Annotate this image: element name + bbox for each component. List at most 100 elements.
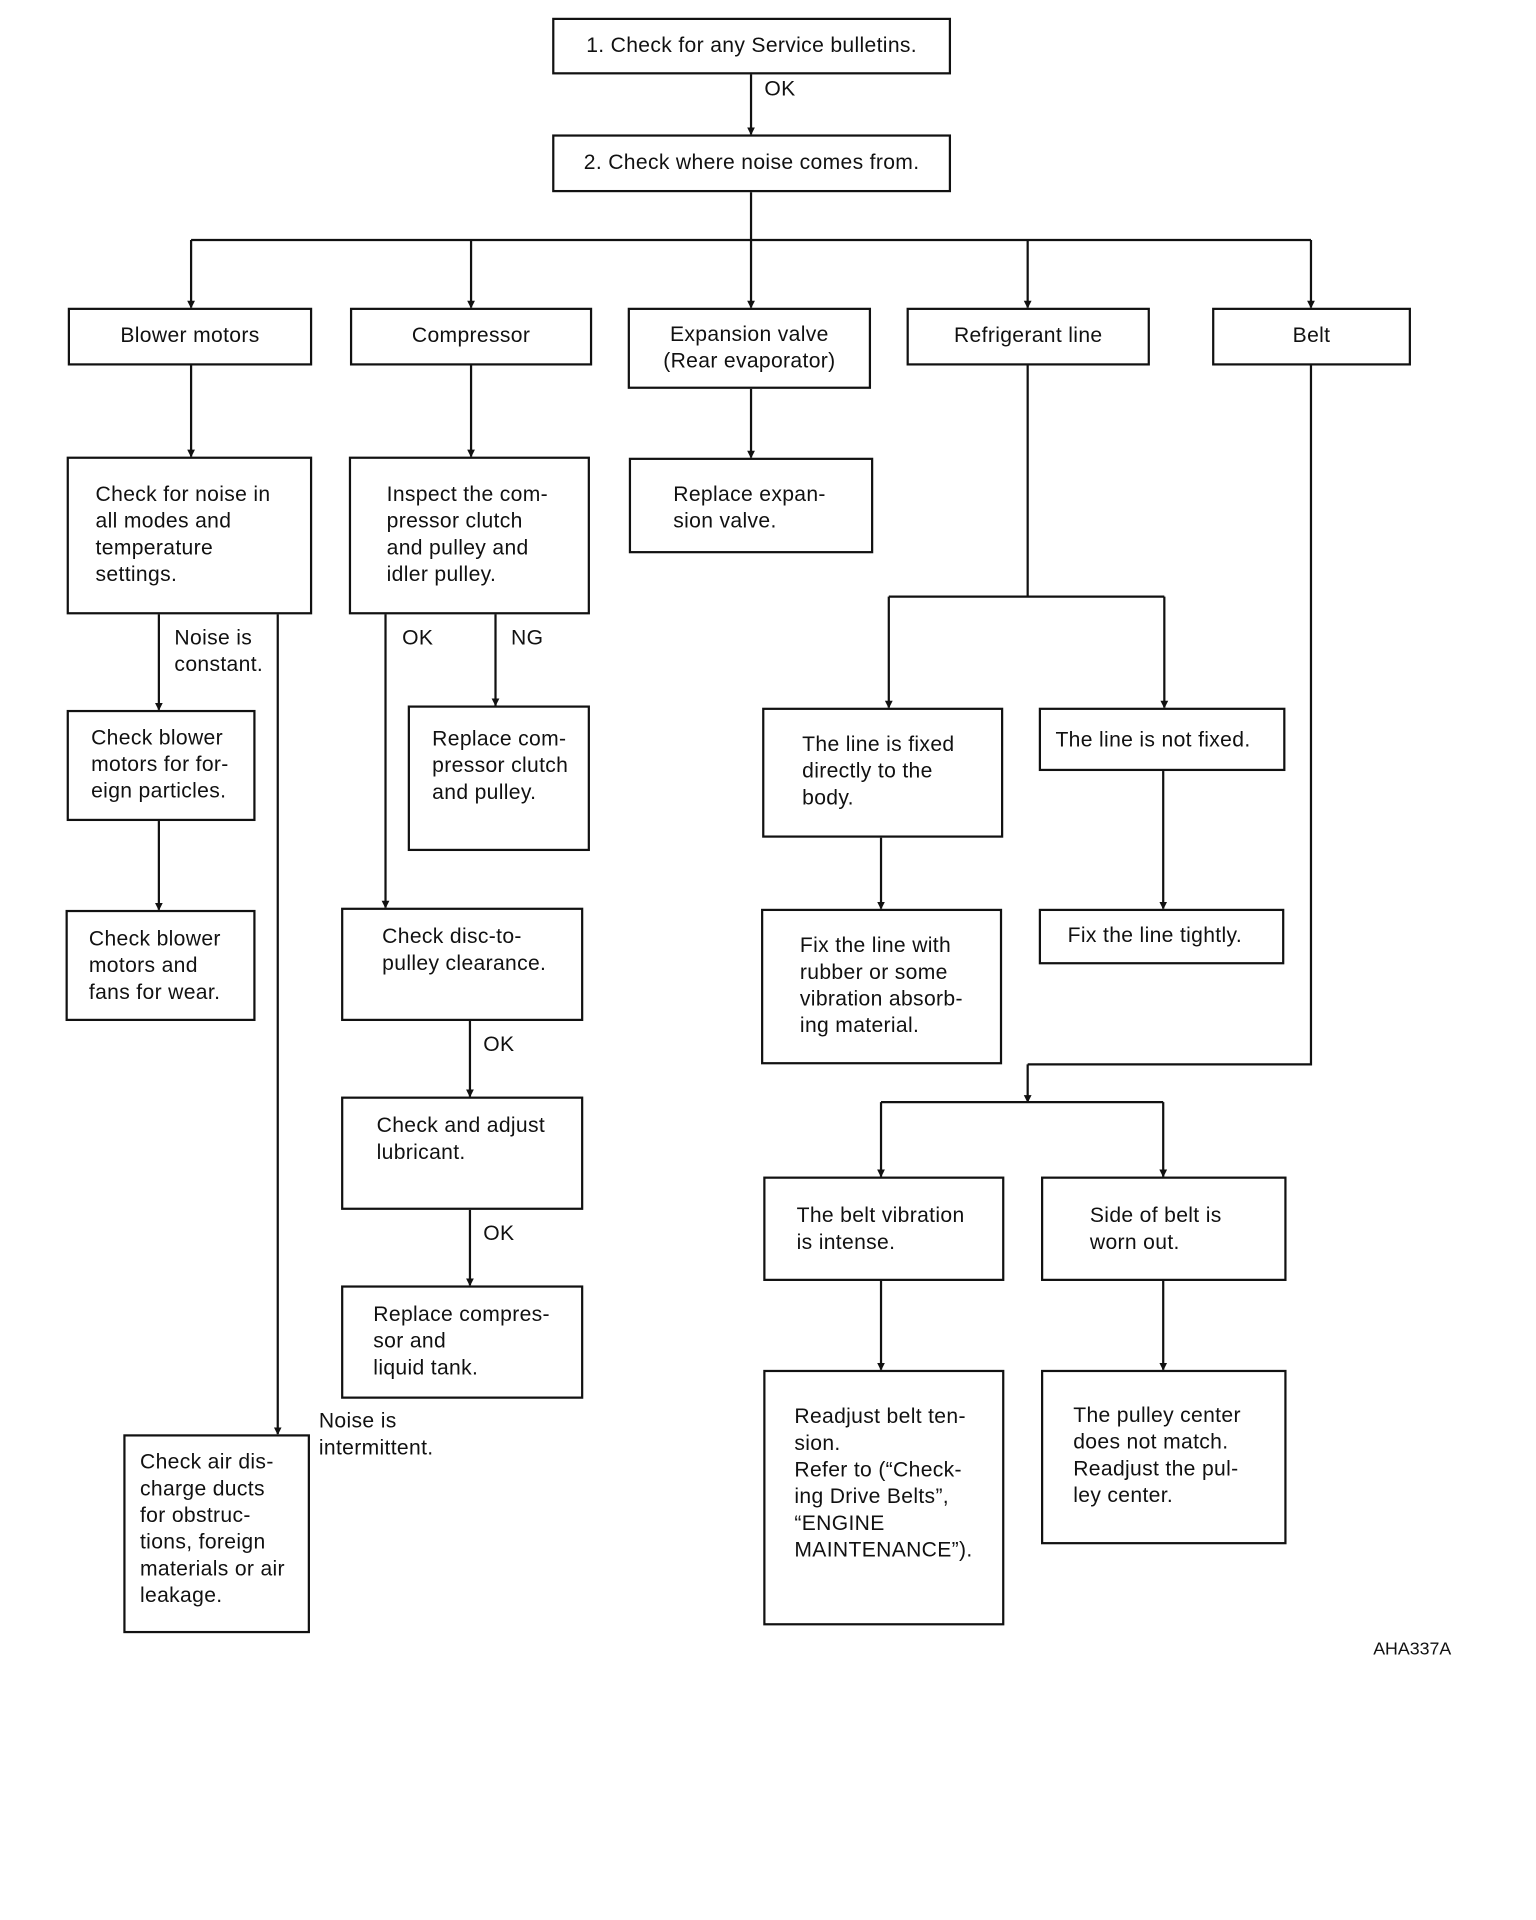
check-noise-line-3: temperature bbox=[95, 536, 214, 560]
particles-line-3: eign particles. bbox=[91, 779, 227, 804]
belt-vibration-line-1: The belt vibration bbox=[796, 1204, 965, 1228]
belt-box: Belt bbox=[1212, 307, 1411, 366]
fix-line-rubber-box: Fix the line with rubber or some vibrati… bbox=[761, 908, 1003, 1065]
replace-compressor-line-2: sor and bbox=[373, 1329, 447, 1354]
ok-label-clutch: OK bbox=[402, 626, 434, 650]
compressor-box: Compressor bbox=[349, 307, 593, 366]
check-noise-modes-box: Check for noise in all modes and tempera… bbox=[66, 456, 313, 615]
belt-side-worn-box: Side of belt is worn out. bbox=[1041, 1176, 1287, 1281]
check-blower-wear-box: Check blower motors and fans for wear. bbox=[65, 909, 256, 1022]
step2-text: 2. Check where noise comes from. bbox=[583, 151, 920, 175]
check-air-ducts-box: Check air dis- charge ducts for obstruc-… bbox=[123, 1434, 310, 1634]
replace-clutch-line-2: pressor clutch bbox=[432, 754, 569, 778]
step1-box: 1. Check for any Service bulletins. bbox=[552, 17, 952, 75]
noise-constant-label: Noise is constant. bbox=[174, 625, 263, 678]
readjust-line-5: “ENGINE bbox=[794, 1512, 885, 1536]
air-ducts-line-2: charge ducts bbox=[139, 1477, 265, 1501]
readjust-belt-box: Readjust belt ten- sion. Refer to (“Chec… bbox=[763, 1369, 1005, 1626]
inspect-clutch-line-4: idler pulley. bbox=[386, 563, 497, 587]
check-lubricant-box: Check and adjust lubricant. bbox=[341, 1096, 584, 1210]
air-ducts-line-6: leakage. bbox=[139, 1584, 223, 1608]
belt-text: Belt bbox=[1292, 324, 1331, 348]
ok-label-lubricant: OK bbox=[483, 1222, 515, 1246]
noise-constant-line-1: Noise is bbox=[174, 626, 253, 650]
wear-line-1: Check blower bbox=[88, 927, 221, 952]
readjust-line-6: MAINTENANCE”). bbox=[794, 1538, 973, 1563]
line-fixed-line-2: directly to the bbox=[802, 759, 933, 784]
connector-lines bbox=[154, 74, 1315, 1436]
step1-text: 1. Check for any Service bulletins. bbox=[586, 33, 917, 58]
air-ducts-line-5: materials or air bbox=[139, 1557, 285, 1581]
fix-rubber-line-4: ing material. bbox=[799, 1014, 920, 1038]
readjust-line-4: ing Drive Belts”, bbox=[794, 1485, 950, 1509]
wear-line-2: motors and bbox=[88, 954, 198, 978]
replace-expansion-line-1: Replace expan- bbox=[673, 483, 826, 507]
check-noise-line-1: Check for noise in bbox=[95, 483, 271, 507]
pulley-line-3: Readjust the pul- bbox=[1073, 1457, 1239, 1481]
replace-compressor-line-3: liquid tank. bbox=[373, 1356, 479, 1380]
inspect-clutch-line-2: pressor clutch bbox=[386, 509, 523, 534]
refrigerant-line-box: Refrigerant line bbox=[906, 307, 1150, 366]
line-fixed-line-3: body. bbox=[802, 786, 854, 810]
pulley-line-2: does not match. bbox=[1073, 1430, 1229, 1455]
line-not-fixed-text: The line is not fixed. bbox=[1055, 728, 1251, 753]
inspect-clutch-box: Inspect the com- pressor clutch and pull… bbox=[348, 456, 590, 615]
ok-label-disc: OK bbox=[483, 1033, 515, 1057]
belt-worn-line-2: worn out. bbox=[1089, 1230, 1180, 1255]
noise-constant-line-2: constant. bbox=[174, 653, 264, 677]
check-noise-line-2: all modes and bbox=[95, 509, 232, 534]
belt-worn-line-1: Side of belt is bbox=[1089, 1204, 1222, 1228]
lubricant-line-2: lubricant. bbox=[376, 1140, 466, 1165]
belt-vibration-box: The belt vibration is intense. bbox=[763, 1176, 1005, 1281]
expansion-valve-line-2: (Rear evaporator) bbox=[663, 349, 836, 373]
air-ducts-line-3: for obstruc- bbox=[139, 1504, 251, 1528]
pulley-line-1: The pulley center bbox=[1073, 1404, 1241, 1428]
figure-code: AHA337A bbox=[1373, 1639, 1452, 1659]
line-fixed-line-1: The line is fixed bbox=[802, 733, 955, 757]
noise-intermittent-label: Noise is intermittent. bbox=[319, 1409, 434, 1462]
expansion-valve-box: Expansion valve (Rear evaporator) bbox=[627, 307, 872, 389]
fix-line-tightly-box: Fix the line tightly. bbox=[1038, 908, 1285, 965]
replace-compressor-line-1: Replace compres- bbox=[373, 1303, 550, 1327]
inspect-clutch-line-1: Inspect the com- bbox=[386, 483, 549, 507]
ok-label-step1: OK bbox=[764, 77, 796, 102]
line-belt-route bbox=[1027, 365, 1313, 1066]
replace-expansion-line-2: sion valve. bbox=[673, 509, 777, 534]
air-ducts-line-1: Check air dis- bbox=[139, 1450, 274, 1475]
fix-tightly-text: Fix the line tightly. bbox=[1067, 924, 1243, 948]
replace-clutch-line-1: Replace com- bbox=[432, 727, 567, 752]
wear-line-3: fans for wear. bbox=[88, 981, 221, 1005]
step2-box: 2. Check where noise comes from. bbox=[552, 134, 952, 193]
air-ducts-line-4: tions, foreign bbox=[139, 1530, 266, 1555]
fix-rubber-line-2: rubber or some bbox=[799, 961, 948, 985]
inspect-clutch-line-3: and pulley and bbox=[386, 536, 529, 560]
belt-vibration-line-2: is intense. bbox=[796, 1230, 896, 1255]
pulley-center-box: The pulley center does not match. Readju… bbox=[1041, 1369, 1287, 1545]
replace-clutch-box: Replace com- pressor clutch and pulley. bbox=[407, 705, 590, 852]
fix-rubber-line-3: vibration absorb- bbox=[799, 987, 963, 1012]
particles-line-1: Check blower bbox=[91, 726, 223, 750]
line-not-fixed-box: The line is not fixed. bbox=[1038, 707, 1286, 772]
replace-expansion-box: Replace expan- sion valve. bbox=[628, 457, 874, 554]
lubricant-line-1: Check and adjust bbox=[376, 1114, 546, 1138]
line-fixed-box: The line is fixed directly to the body. bbox=[762, 707, 1004, 838]
expansion-valve-line-1: Expansion valve bbox=[670, 322, 829, 347]
readjust-line-1: Readjust belt ten- bbox=[794, 1405, 966, 1429]
check-blower-particles-box: Check blower motors for for- eign partic… bbox=[66, 709, 256, 822]
readjust-line-2: sion. bbox=[794, 1432, 841, 1456]
particles-line-2: motors for for- bbox=[91, 753, 229, 777]
disc-line-1: Check disc-to- bbox=[382, 925, 522, 949]
blower-motors-box: Blower motors bbox=[67, 307, 313, 366]
compressor-text: Compressor bbox=[411, 324, 531, 348]
replace-clutch-line-3: and pulley. bbox=[432, 781, 537, 805]
fix-rubber-line-1: Fix the line with bbox=[799, 934, 952, 958]
disc-line-2: pulley clearance. bbox=[382, 952, 547, 976]
blower-motors-text: Blower motors bbox=[120, 324, 260, 348]
check-noise-line-4: settings. bbox=[95, 563, 178, 587]
pulley-line-4: ley center. bbox=[1073, 1484, 1174, 1508]
refrigerant-line-text: Refrigerant line bbox=[953, 324, 1103, 348]
readjust-line-3: Refer to (“Check- bbox=[794, 1458, 962, 1483]
ng-label-clutch: NG bbox=[511, 626, 544, 650]
noise-intermittent-line-1: Noise is bbox=[318, 1409, 397, 1434]
